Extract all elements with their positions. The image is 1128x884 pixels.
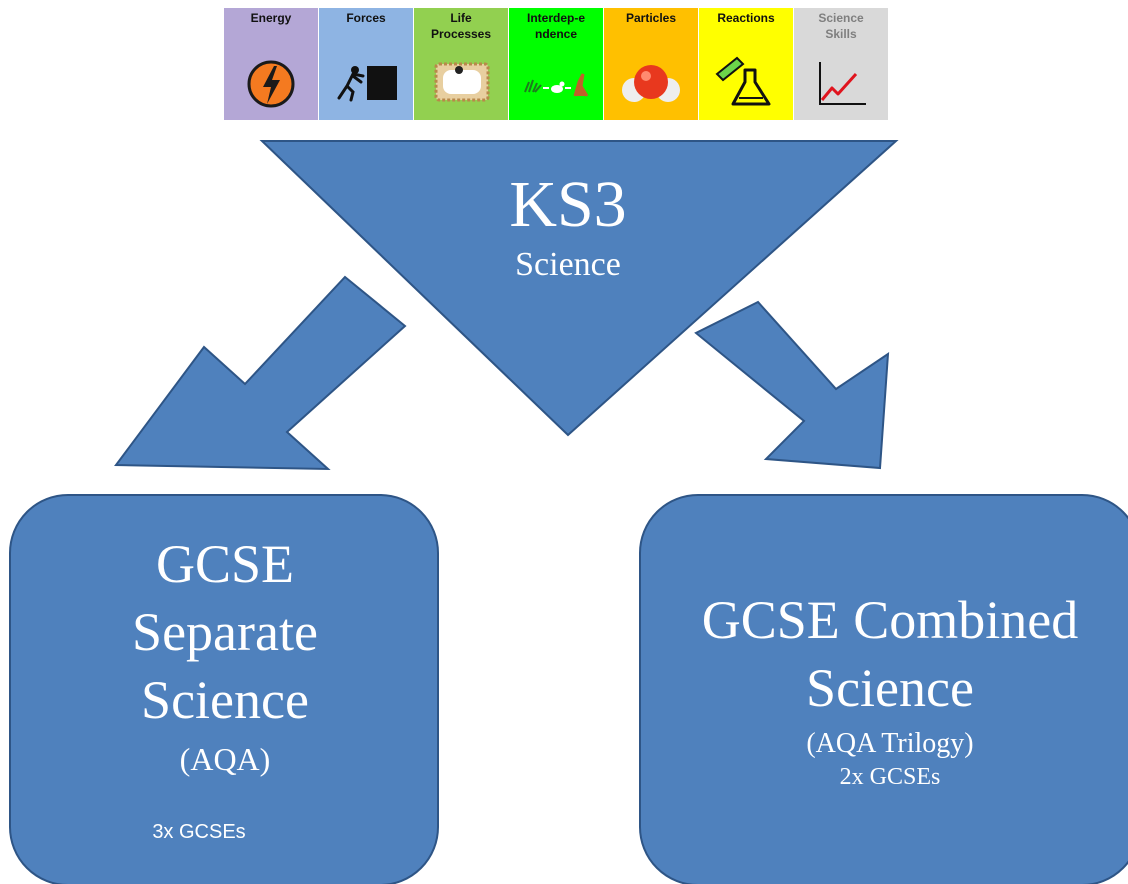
right-arrow: [694, 300, 890, 470]
ks3-triangle: [259, 140, 899, 437]
topic-life-processes: Life Processes: [414, 8, 509, 120]
separate-line2: Separate: [132, 602, 318, 662]
topic-label: Life Processes: [430, 11, 492, 41]
food-chain-icon: [524, 73, 589, 97]
topic-label: Interdep-e ndence: [526, 11, 585, 41]
lightning-bolt-icon: [247, 60, 295, 108]
topic-forces: Forces: [319, 8, 414, 120]
gcse-combined-box: [639, 494, 1128, 884]
topic-strip: Energy Forces Life Processes Interdep-e …: [224, 8, 888, 120]
topic-science-skills: Science Skills: [794, 8, 888, 120]
ks3-subtitle: Science: [515, 246, 621, 283]
gcse-separate-box: [9, 494, 439, 884]
combined-line2: Science: [806, 658, 974, 718]
topic-label: Particles: [625, 11, 677, 25]
graph-icon: [819, 62, 866, 105]
person-pushing-block-icon: [337, 66, 397, 102]
topic-particles: Particles: [604, 8, 699, 120]
topic-label: Reactions: [717, 11, 775, 25]
topic-label: Energy: [250, 11, 292, 25]
separate-line1: GCSE: [155, 534, 295, 594]
topic-reactions: Reactions: [699, 8, 794, 120]
molecule-icon: [622, 65, 680, 102]
cell-icon: [434, 62, 490, 102]
combined-line1: GCSE Combined: [701, 590, 1079, 650]
combined-board: (AQA Trilogy): [806, 728, 974, 759]
flask-icon: [715, 56, 771, 106]
ks3-title: KS3: [509, 168, 627, 241]
topic-label: Science Skills: [818, 11, 864, 41]
topic-interdependence: Interdep-e ndence: [509, 8, 604, 120]
topic-energy: Energy: [224, 8, 319, 120]
separate-line3: Science: [141, 670, 309, 730]
topic-label: Forces: [346, 11, 386, 25]
separate-board: (AQA): [179, 741, 271, 777]
separate-count: 3x GCSEs: [152, 821, 246, 843]
left-arrow: [114, 275, 407, 471]
combined-count: 2x GCSEs: [839, 764, 941, 790]
